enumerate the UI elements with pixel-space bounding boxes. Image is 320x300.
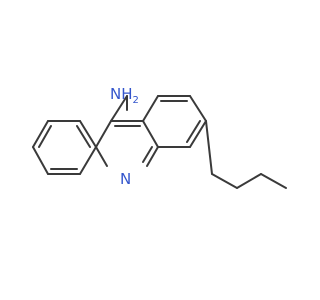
molecule-structure: NH2 N — [32, 85, 287, 189]
bond — [79, 120, 97, 148]
bond — [32, 146, 49, 175]
bond — [236, 173, 262, 189]
amine-subscript: 2 — [133, 95, 139, 106]
double-bond-inner — [142, 146, 153, 163]
double-bond-inner — [76, 125, 91, 148]
left-ring — [32, 120, 97, 175]
bond — [142, 120, 159, 148]
central-ring — [95, 120, 159, 167]
bond — [260, 173, 287, 189]
bond — [95, 146, 108, 167]
bond — [79, 146, 97, 175]
bond — [189, 120, 207, 148]
butyl-chain — [205, 120, 287, 189]
bond — [211, 173, 238, 189]
bond — [142, 95, 159, 122]
double-bond-inner — [38, 125, 52, 148]
bond — [205, 120, 213, 175]
amine-ring-bond — [110, 95, 128, 122]
amine-label: NH2 — [110, 85, 139, 106]
bond — [95, 120, 112, 148]
bond — [32, 120, 49, 148]
right-ring — [142, 95, 207, 148]
double-bond-inner — [186, 120, 201, 143]
bond — [189, 95, 207, 122]
ring-nitrogen-label: N — [120, 170, 131, 188]
bond — [146, 146, 159, 167]
